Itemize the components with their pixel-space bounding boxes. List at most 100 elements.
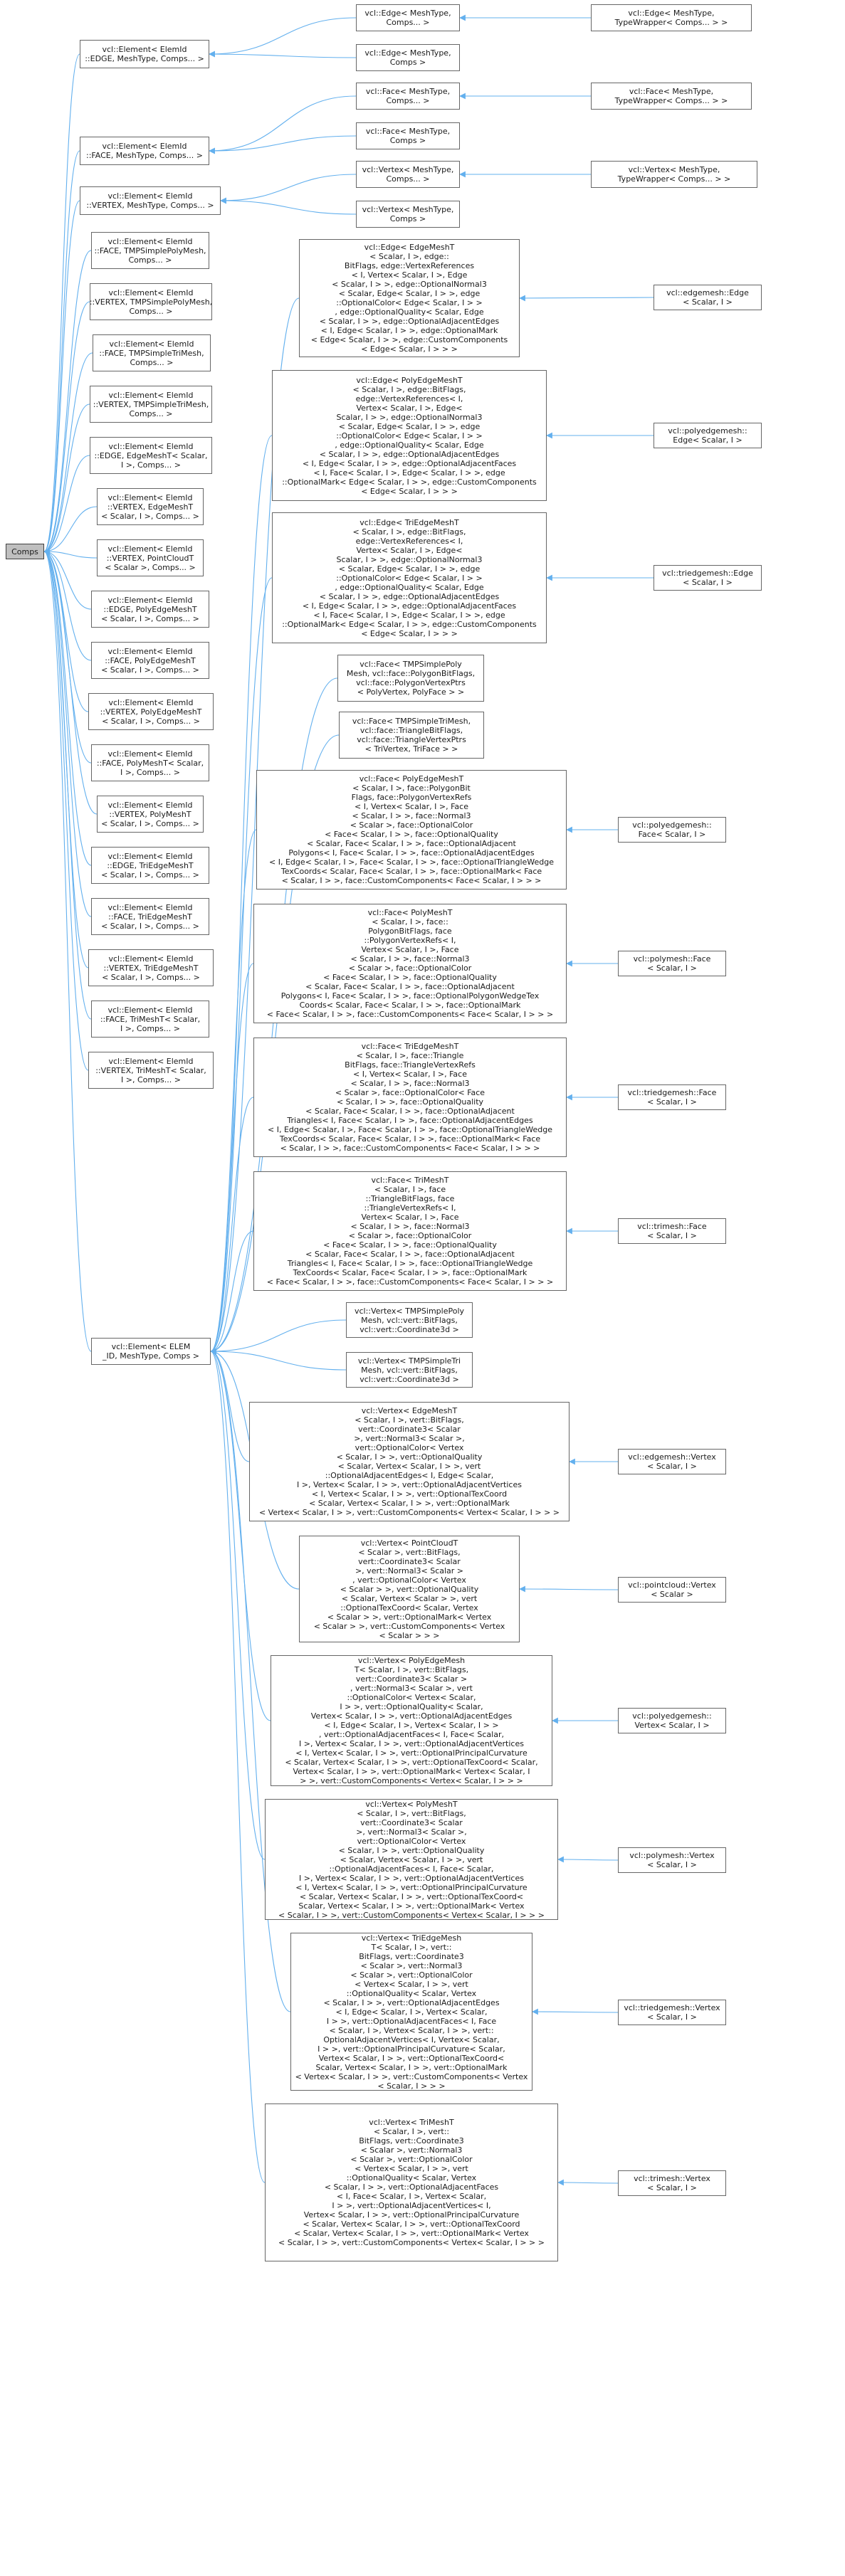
class-node-e-edge-pem[interactable]: vcl::Element< ElemId ::EDGE, PolyEdgeMes… [91, 591, 209, 628]
class-node-triedgemesh-vertex[interactable]: vcl::triedgemesh::Vertex < Scalar, I > [618, 2000, 726, 2025]
class-node-label: vcl::Element< ElemId ::EDGE, PolyEdgeMes… [101, 595, 199, 623]
class-node-e-edge-em[interactable]: vcl::Element< ElemId ::EDGE, EdgeMeshT< … [90, 437, 212, 474]
class-node-e-vertex-tmpstm[interactable]: vcl::Element< ElemId ::VERTEX, TMPSimple… [90, 386, 212, 423]
class-node-triedgemesh-face[interactable]: vcl::triedgemesh::Face < Scalar, I > [618, 1084, 726, 1110]
class-node-label: vcl::Element< ElemId ::VERTEX, PolyMeshT… [101, 800, 199, 828]
class-node-label: vcl::polyedgemesh:: Vertex< Scalar, I > [632, 1711, 712, 1730]
edge-e_elem-to-vertex_tmpstm [210, 1348, 347, 1371]
class-node-label: vcl::edgemesh::Edge < Scalar, I > [666, 288, 749, 307]
edge-comps-to-e_face [43, 150, 80, 555]
class-node-label: vcl::Element< ElemId ::FACE, PolyMeshT< … [96, 749, 204, 777]
class-node-e-face-tmpspm[interactable]: vcl::Element< ElemId ::FACE, TMPSimplePo… [91, 232, 209, 269]
class-node-face-tmpspm[interactable]: vcl::Face< TMPSimplePoly Mesh, vcl::face… [337, 655, 484, 702]
class-node-vertex-pc[interactable]: vcl::Vertex< PointCloudT < Scalar >, ver… [299, 1536, 520, 1642]
class-node-vertex-pm[interactable]: vcl::Vertex< PolyMeshT < Scalar, I >, ve… [265, 1799, 558, 1920]
edge-comps-to-e_vertex_pem [43, 548, 89, 712]
class-node-comps[interactable]: Comps [6, 544, 44, 559]
class-node-e-edge-tem[interactable]: vcl::Element< ElemId ::EDGE, TriEdgeMesh… [91, 847, 209, 884]
class-node-vertex-tem[interactable]: vcl::Vertex< TriEdgeMesh T< Scalar, I >,… [290, 1933, 532, 2091]
class-node-face-mtc2[interactable]: vcl::Face< MeshType, Comps > [356, 122, 460, 149]
class-node-vertex-em[interactable]: vcl::Vertex< EdgeMeshT < Scalar, I >, ve… [249, 1402, 570, 1521]
edge-e_face-to-face_mtc [209, 95, 357, 154]
class-node-face-pem[interactable]: vcl::Face< PolyEdgeMeshT < Scalar, I >, … [256, 770, 567, 890]
class-node-label: vcl::triedgemesh::Edge < Scalar, I > [662, 569, 753, 587]
class-node-e-vertex-tm[interactable]: vcl::Element< ElemId ::VERTEX, TriMeshT<… [88, 1052, 214, 1089]
class-node-face-pm[interactable]: vcl::Face< PolyMeshT < Scalar, I >, face… [253, 904, 567, 1023]
class-node-label: vcl::Vertex< PolyMeshT < Scalar, I >, ve… [278, 1799, 545, 1920]
class-node-e-vertex-tem[interactable]: vcl::Element< ElemId ::VERTEX, TriEdgeMe… [88, 949, 214, 986]
edge-e_vertex-to-vertex_mtc [220, 174, 357, 204]
class-node-pointcloud-vertex[interactable]: vcl::pointcloud::Vertex < Scalar > [618, 1577, 726, 1603]
class-node-label: vcl::Edge< MeshType, TypeWrapper< Comps.… [614, 9, 728, 27]
class-node-e-edge[interactable]: vcl::Element< ElemId ::EDGE, MeshType, C… [80, 40, 209, 68]
class-node-label: vcl::Face< PolyEdgeMeshT < Scalar, I >, … [269, 774, 554, 885]
class-node-trimesh-vertex[interactable]: vcl::trimesh::Vertex < Scalar, I > [618, 2170, 726, 2196]
class-node-label: vcl::trimesh::Face < Scalar, I > [637, 1222, 707, 1240]
edge-comps-to-e_edge [43, 53, 80, 555]
class-node-label: vcl::polymesh::Vertex < Scalar, I > [629, 1851, 715, 1869]
class-node-label: vcl::Element< ElemId ::VERTEX, TriMeshT<… [95, 1056, 206, 1084]
class-node-e-vertex-pm[interactable]: vcl::Element< ElemId ::VERTEX, PolyMeshT… [97, 796, 204, 833]
class-node-vertex-mtc[interactable]: vcl::Vertex< MeshType, Comps... > [356, 161, 460, 188]
edge-e_elem-to-face_pem [210, 829, 257, 1355]
edge-vertex_pc-to-pointcloud_vertex [519, 1585, 619, 1593]
class-node-face-tmpstm[interactable]: vcl::Face< TMPSimpleTriMesh, vcl::face::… [339, 712, 484, 759]
class-node-e-vertex-pc[interactable]: vcl::Element< ElemId ::VERTEX, PointClou… [97, 539, 204, 576]
class-node-vertex-tw[interactable]: vcl::Vertex< MeshType, TypeWrapper< Comp… [591, 161, 757, 188]
class-node-polyedgemesh-face[interactable]: vcl::polyedgemesh:: Face< Scalar, I > [618, 817, 726, 843]
class-node-vertex-pem[interactable]: vcl::Vertex< PolyEdgeMesh T< Scalar, I >… [271, 1655, 552, 1786]
class-node-vertex-tm[interactable]: vcl::Vertex< TriMeshT < Scalar, I >, ver… [265, 2103, 558, 2261]
class-node-trimesh-face[interactable]: vcl::trimesh::Face < Scalar, I > [618, 1218, 726, 1244]
class-node-polymesh-face[interactable]: vcl::polymesh::Face < Scalar, I > [618, 951, 726, 976]
class-node-label: vcl::triedgemesh::Face < Scalar, I > [627, 1088, 717, 1107]
class-node-edge-mtc2[interactable]: vcl::Edge< MeshType, Comps > [356, 44, 460, 71]
class-node-label: vcl::Face< MeshType, Comps > [365, 127, 451, 145]
class-node-label: vcl::Element< ElemId ::VERTEX, TMPSimple… [93, 390, 209, 418]
class-node-edge-tem[interactable]: vcl::Edge< TriEdgeMeshT < Scalar, I >, e… [272, 512, 547, 643]
class-node-e-face-tem[interactable]: vcl::Element< ElemId ::FACE, TriEdgeMesh… [91, 898, 209, 935]
class-node-edgemesh-edge[interactable]: vcl::edgemesh::Edge < Scalar, I > [654, 285, 762, 310]
class-node-edge-pem[interactable]: vcl::Edge< PolyEdgeMeshT < Scalar, I >, … [272, 370, 547, 501]
class-node-edgemesh-vertex[interactable]: vcl::edgemesh::Vertex < Scalar, I > [618, 1449, 726, 1474]
class-node-e-face-pem[interactable]: vcl::Element< ElemId ::FACE, PolyEdgeMes… [91, 642, 209, 679]
class-node-label: vcl::Element< ElemId ::EDGE, TriEdgeMesh… [101, 851, 199, 880]
class-node-face-mtc[interactable]: vcl::Face< MeshType, Comps... > [356, 83, 460, 110]
class-node-vertex-mtc2[interactable]: vcl::Vertex< MeshType, Comps > [356, 201, 460, 228]
class-node-e-face-pm[interactable]: vcl::Element< ElemId ::FACE, PolyMeshT< … [91, 744, 209, 781]
class-node-face-tm[interactable]: vcl::Face< TriMeshT < Scalar, I >, face … [253, 1171, 567, 1291]
class-node-label: vcl::Element< ElemId ::VERTEX, PointClou… [105, 544, 196, 572]
class-node-edge-em[interactable]: vcl::Edge< EdgeMeshT < Scalar, I >, edge… [299, 239, 520, 357]
class-node-e-vertex-tmpspm[interactable]: vcl::Element< ElemId ::VERTEX, TMPSimple… [90, 283, 212, 320]
class-node-label: vcl::Element< ElemId ::VERTEX, TMPSimple… [89, 287, 213, 316]
class-node-label: vcl::Element< ElemId ::FACE, MeshType, C… [86, 142, 203, 160]
edge-edge_em-to-edgemesh_edge [519, 295, 654, 302]
edge-comps-to-e_vertex [43, 200, 80, 555]
class-node-label: vcl::Vertex< TMPSimplePoly Mesh, vcl::ve… [354, 1306, 465, 1334]
class-node-edge-mtc[interactable]: vcl::Edge< MeshType, Comps... > [356, 4, 460, 31]
class-node-face-tem[interactable]: vcl::Face< TriEdgeMeshT < Scalar, I >, f… [253, 1038, 567, 1157]
class-node-label: vcl::Element< ElemId ::FACE, TriEdgeMesh… [101, 902, 199, 931]
class-node-e-elem[interactable]: vcl::Element< ELEM _ID, MeshType, Comps … [91, 1338, 211, 1365]
edge-comps-to-e_edge_pem [43, 548, 92, 610]
class-node-triedgemesh-edge[interactable]: vcl::triedgemesh::Edge < Scalar, I > [654, 565, 762, 591]
class-node-e-vertex-em[interactable]: vcl::Element< ElemId ::VERTEX, EdgeMeshT… [97, 488, 204, 525]
class-node-e-face[interactable]: vcl::Element< ElemId ::FACE, MeshType, C… [80, 137, 209, 165]
class-node-label: vcl::Element< ElemId ::FACE, PolyEdgeMes… [101, 646, 199, 675]
class-node-polymesh-vertex[interactable]: vcl::polymesh::Vertex < Scalar, I > [618, 1847, 726, 1873]
class-node-vertex-tmpstm[interactable]: vcl::Vertex< TMPSimpleTri Mesh, vcl::ver… [346, 1352, 473, 1388]
class-node-face-tw[interactable]: vcl::Face< MeshType, TypeWrapper< Comps.… [591, 83, 752, 110]
class-node-polyedgemesh-vertex[interactable]: vcl::polyedgemesh:: Vertex< Scalar, I > [618, 1708, 726, 1733]
class-node-e-vertex[interactable]: vcl::Element< ElemId ::VERTEX, MeshType,… [80, 186, 221, 215]
class-node-vertex-tmpspm[interactable]: vcl::Vertex< TMPSimplePoly Mesh, vcl::ve… [346, 1302, 473, 1338]
class-node-e-vertex-pem[interactable]: vcl::Element< ElemId ::VERTEX, PolyEdgeM… [88, 693, 214, 730]
class-node-e-face-tmpstm[interactable]: vcl::Element< ElemId ::FACE, TMPSimpleTr… [93, 334, 211, 371]
class-node-label: vcl::Vertex< MeshType, TypeWrapper< Comp… [617, 165, 731, 184]
edge-e_edge-to-edge_mtc [209, 17, 357, 58]
edge-e_edge-to-edge_mtc2 [209, 51, 357, 58]
class-node-polyedgemesh-edge[interactable]: vcl::polyedgemesh:: Edge< Scalar, I > [654, 423, 762, 448]
edge-comps-to-e_face_tmpspm [43, 250, 92, 555]
class-node-label: vcl::triedgemesh::Vertex < Scalar, I > [624, 2003, 720, 2022]
class-node-e-face-tm[interactable]: vcl::Element< ElemId ::FACE, TriMeshT< S… [91, 1001, 209, 1038]
edge-comps-to-e_face_tm [43, 548, 92, 1020]
class-node-edge-tw[interactable]: vcl::Edge< MeshType, TypeWrapper< Comps.… [591, 4, 752, 31]
